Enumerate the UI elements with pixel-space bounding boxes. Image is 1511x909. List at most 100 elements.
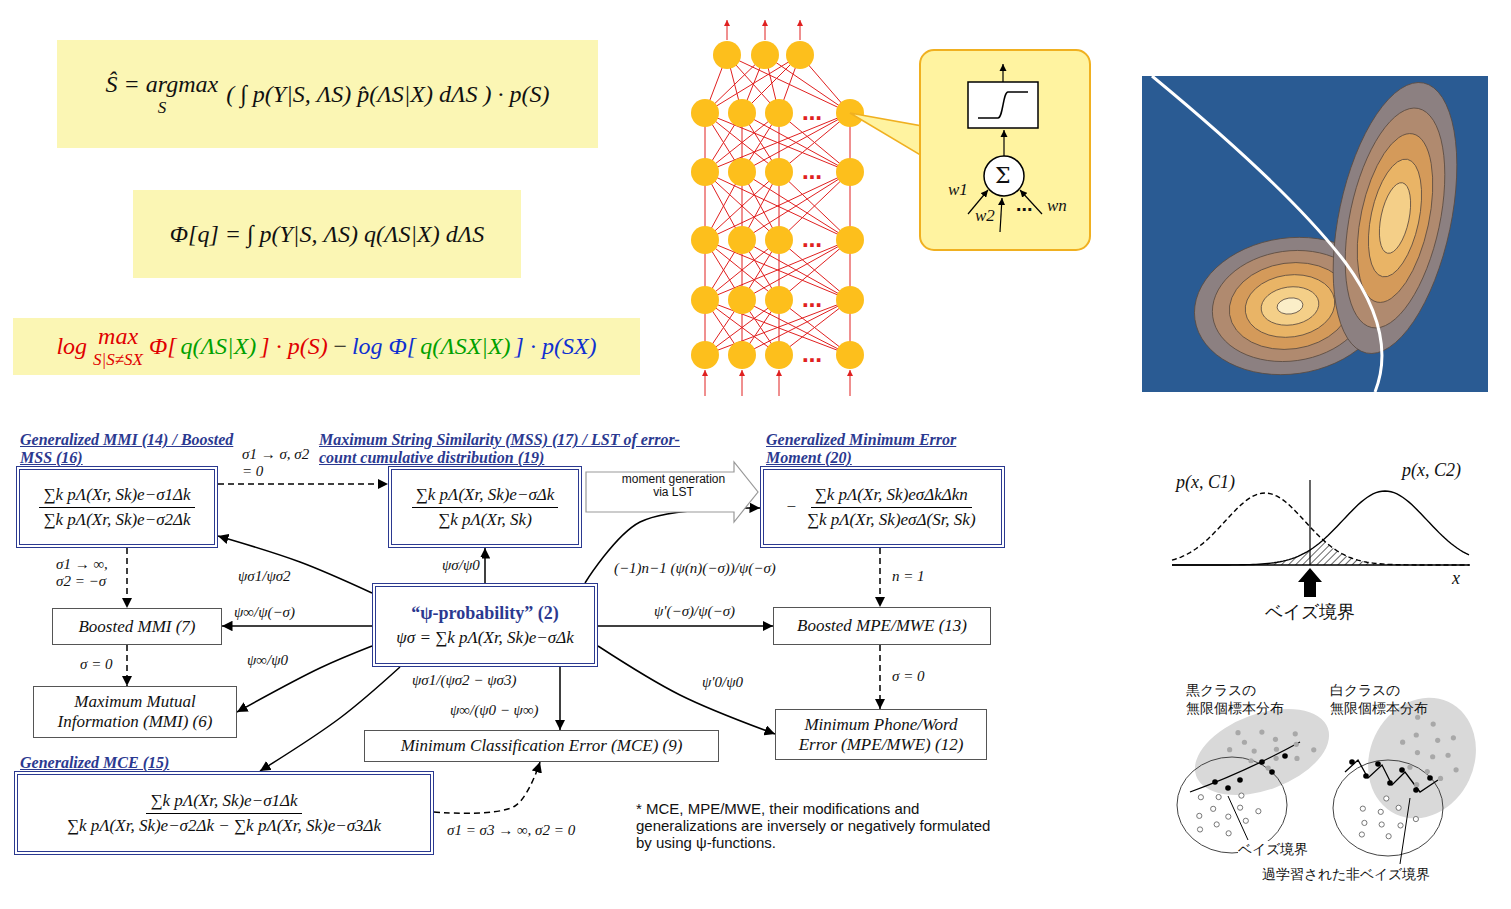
box-label: Boosted MPE/MWE (13) bbox=[797, 616, 967, 636]
sample-dot bbox=[1197, 813, 1202, 818]
contour-plot bbox=[1142, 71, 1488, 392]
sum-to-activation bbox=[1003, 130, 1004, 156]
sample-dot bbox=[1400, 740, 1405, 745]
arrow bbox=[484, 548, 486, 583]
output-arrow bbox=[765, 20, 766, 40]
sample-dot bbox=[1294, 742, 1299, 747]
formula-text: ψσ = ∑k pΛ(Xr, Sk)e−σΔk bbox=[396, 628, 574, 648]
ellipsis: … bbox=[802, 228, 822, 252]
equation-box: Ŝ = argmaxS ( ∫ p(Y|S, ΛS) p̂(ΛS|X) dΛS )… bbox=[57, 40, 598, 148]
ellipsis: … bbox=[802, 101, 822, 125]
sample-dot bbox=[1259, 729, 1264, 734]
neuron bbox=[728, 286, 756, 314]
ellipsis: … bbox=[802, 343, 822, 367]
boundary-sample bbox=[1225, 785, 1231, 791]
input-arrow bbox=[705, 370, 706, 396]
formula-heading: Generalized MMI (14) / Boosted MSS (16) bbox=[20, 431, 235, 467]
sample-dot bbox=[1396, 805, 1401, 810]
block-arrow bbox=[586, 462, 758, 522]
neuron bbox=[786, 41, 814, 69]
fraction-numerator: ∑k pΛ(Xr, Sk)e−σ1Δk bbox=[146, 791, 301, 814]
sample-dot bbox=[1242, 740, 1247, 745]
boundary-sample bbox=[1349, 759, 1355, 765]
sample-dot bbox=[1414, 782, 1419, 787]
activation-box bbox=[968, 82, 1038, 128]
output-arrow bbox=[727, 20, 728, 40]
sample-dot bbox=[1226, 814, 1231, 819]
boundary-sample bbox=[1427, 775, 1433, 781]
sum-symbol: Σ bbox=[995, 163, 1011, 188]
equation-text: ( ∫ p(Y|S, ΛS) p̂(ΛS|X) dΛS ) · p(S) bbox=[226, 81, 549, 108]
sample-dot bbox=[1362, 820, 1367, 825]
sample-dot bbox=[1407, 765, 1412, 770]
formula-heading: Maximum String Similarity (MSS) (17) / L… bbox=[319, 431, 681, 467]
sample-dot bbox=[1243, 818, 1248, 823]
process-box: Boosted MMI (7) bbox=[52, 608, 222, 645]
sample-dot bbox=[1198, 795, 1203, 800]
axis-label: x bbox=[1452, 568, 1460, 589]
weight-label: wn bbox=[1047, 196, 1067, 216]
sample-dot bbox=[1415, 750, 1420, 755]
sample-dot bbox=[1311, 747, 1316, 752]
arrow bbox=[237, 646, 372, 712]
equation-text: Ŝ = argmax bbox=[106, 71, 219, 98]
neuron bbox=[713, 41, 741, 69]
equation-text: log bbox=[56, 333, 87, 360]
boundary-sample bbox=[1399, 767, 1405, 773]
sample-dot bbox=[1256, 809, 1261, 814]
sample-dot bbox=[1293, 731, 1298, 736]
sample-dot bbox=[1294, 756, 1299, 761]
network-weight bbox=[742, 240, 850, 300]
neuron-callout bbox=[850, 50, 1090, 250]
output-arrow bbox=[1002, 64, 1003, 82]
equation-text: Φ[ bbox=[149, 333, 177, 360]
box-label: Maximum Mutual Information (MMI) (6) bbox=[42, 692, 228, 731]
sample-dot bbox=[1274, 747, 1279, 752]
dashed-arrow bbox=[126, 548, 128, 608]
equation-box: logmaxS|S≠SXΦ[q(ΛS|X)] · p(S)−log Φ[q(ΛS… bbox=[13, 318, 640, 375]
dashed-arrow bbox=[434, 762, 540, 813]
process-box: Maximum Mutual Information (MMI) (6) bbox=[33, 686, 237, 738]
sample-dot bbox=[1252, 748, 1257, 753]
input-arrow bbox=[779, 370, 780, 396]
sample-dot bbox=[1413, 816, 1418, 821]
class-samples bbox=[1177, 680, 1495, 864]
sample-dot bbox=[1386, 834, 1391, 839]
fraction-numerator: ∑k pΛ(Xr, Sk)e−σΔk bbox=[412, 485, 559, 508]
box-heading: “ψ-probability” (2) bbox=[411, 603, 559, 624]
boundary-sample bbox=[1237, 777, 1243, 783]
edge-label: ψ∞/ψ(−σ) bbox=[232, 604, 297, 621]
neuron bbox=[765, 158, 793, 186]
equation-text: q(ΛSX|X) bbox=[420, 333, 510, 360]
edge-label: ψ∞/ψ0 bbox=[245, 652, 290, 669]
formula-heading: Generalized Minimum Error Moment (20) bbox=[766, 431, 1011, 467]
sample-dot bbox=[1384, 796, 1389, 801]
sum-node bbox=[984, 156, 1024, 196]
ellipsis: ⋯ bbox=[1016, 200, 1032, 219]
fraction-denominator: ∑k pΛ(Xr, Sk)eσΔ(Sr, Sk) bbox=[803, 508, 980, 530]
class2-curve bbox=[1172, 491, 1469, 565]
input-arrow bbox=[850, 370, 851, 396]
equation-subscript: S bbox=[158, 98, 167, 118]
network-weight bbox=[742, 300, 850, 355]
network-weight bbox=[742, 300, 850, 355]
neuron bbox=[765, 341, 793, 369]
boundary-sample bbox=[1387, 780, 1393, 786]
sample-dot bbox=[1414, 732, 1419, 737]
white-class-region bbox=[1177, 757, 1287, 853]
fraction-numerator: ∑k pΛ(Xr, Sk)e−σ1Δk bbox=[39, 485, 194, 508]
neuron bbox=[728, 158, 756, 186]
neural-network bbox=[691, 20, 864, 396]
edge-label: (−1)n−1 (ψ(n)(−σ))/ψ(−σ) bbox=[612, 560, 778, 577]
sample-dot bbox=[1378, 809, 1383, 814]
edge-label: ψ'0/ψ0 bbox=[700, 674, 745, 691]
boundary-arrow bbox=[1298, 568, 1322, 597]
callout-box bbox=[920, 50, 1090, 250]
sample-dot bbox=[1359, 832, 1364, 837]
edge-label: ψ∞/(ψ0 − ψ∞) bbox=[448, 702, 541, 719]
network-weight bbox=[742, 172, 850, 240]
boundary-label: 過学習された非ベイズ境界 bbox=[1262, 866, 1430, 884]
network-weight bbox=[742, 113, 850, 172]
sample-dot bbox=[1453, 767, 1458, 772]
boundary-sample bbox=[1269, 769, 1275, 775]
